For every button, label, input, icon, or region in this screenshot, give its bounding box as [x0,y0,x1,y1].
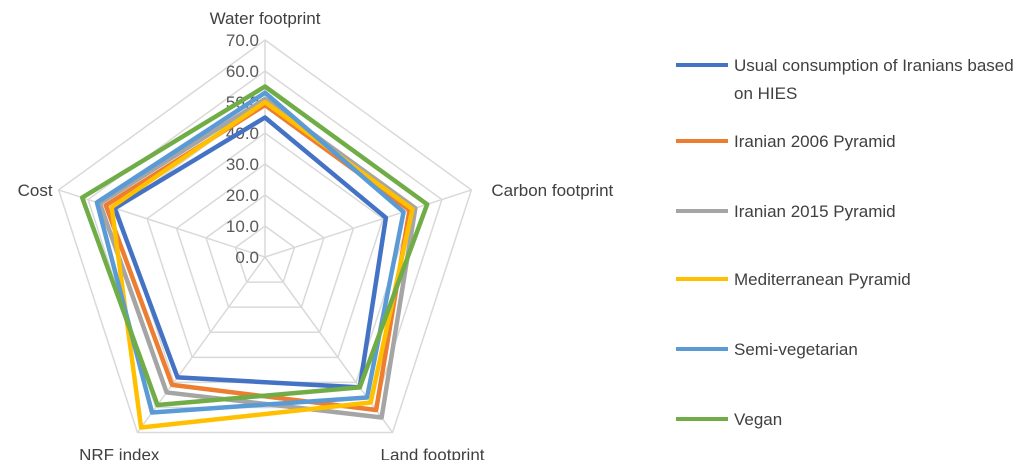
grid-ring [205,194,325,308]
tick-label: 10.0 [226,217,259,236]
legend-label: Vegan [734,410,783,429]
legend-swatch [676,209,728,213]
series-line-6 [79,84,430,408]
tick-label: 60.0 [226,62,259,81]
series-line-4 [109,99,415,430]
legend-swatch [676,277,728,281]
legend-swatch [676,347,728,351]
grid-spoke [58,189,266,258]
legend-label: Usual consumption of Iranians based on H… [734,56,1014,103]
legend-item: Mediterranean Pyramid [676,266,1014,294]
axis-label: Water footprint [210,9,321,28]
grid-ring [146,132,384,359]
axis-label: Land footprint [381,446,485,460]
legend-item: Vegan [676,406,1014,434]
grid-ring [175,163,355,333]
series-line-5 [94,90,406,415]
tick-label: 30.0 [226,155,259,174]
axis-label: Carbon footprint [491,181,613,200]
legend-label: Mediterranean Pyramid [734,270,911,289]
radar-series [79,84,430,430]
legend-item: Semi-vegetarian [676,336,1014,364]
legend-label: Iranian 2006 Pyramid [734,132,896,151]
legend-label: Iranian 2015 Pyramid [734,202,896,221]
legend-item: Iranian 2006 Pyramid [676,128,1014,156]
tick-label: 70.0 [226,31,259,50]
radar-chart: 0.010.020.030.040.050.060.070.0 Water fo… [18,9,614,460]
grid-ring [57,39,473,434]
legend-item: Usual consumption of Iranians based on H… [676,52,1014,108]
legend-item: Iranian 2015 Pyramid [676,198,1014,226]
grid-ring [234,225,296,283]
grid-spoke [264,189,472,258]
tick-label: 20.0 [226,186,259,205]
legend-swatch [676,417,728,421]
axis-label: Cost [18,181,53,200]
axis-label: NRF index [79,446,160,460]
tick-label: 0.0 [235,248,259,267]
series-line-2 [103,102,412,413]
legend-swatch [676,139,728,143]
legend-label: Semi-vegetarian [734,340,858,359]
series-line-1 [112,115,389,390]
legend-swatch [676,63,728,67]
